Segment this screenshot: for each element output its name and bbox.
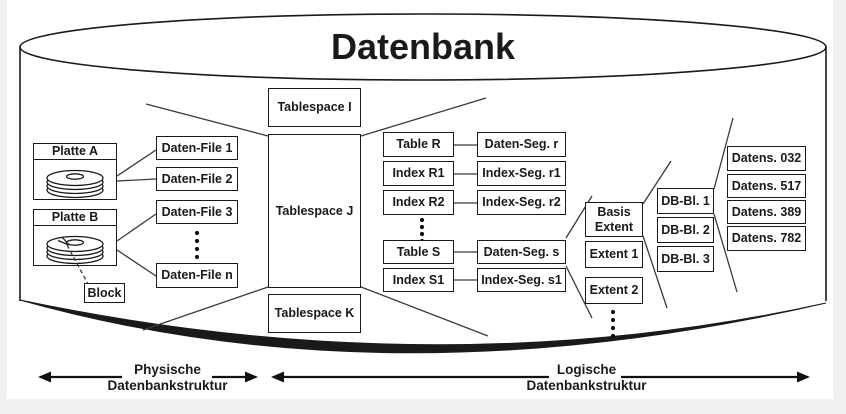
database-title-text: Datenbank <box>330 26 516 67</box>
box-tablespace-i: Tablespace I <box>268 88 361 127</box>
box-index-seg-s1: Index-Seg. s1 <box>477 268 566 292</box>
database-title: Datenbank <box>271 26 575 68</box>
legend-physical: Physische Datenbankstruktur <box>95 362 240 394</box>
box-tablespace-j: Tablespace J <box>268 134 361 288</box>
box-db-block-3: DB-Bl. 3 <box>657 246 714 272</box>
legend-logical-line2: Datenbankstruktur <box>526 378 647 393</box>
box-extent-1: Extent 1 <box>585 241 643 268</box>
box-datensatz-782: Datens. 782 <box>727 226 806 251</box>
box-db-block-1: DB-Bl. 1 <box>657 188 714 214</box>
box-datensatz-517: Datens. 517 <box>727 174 806 198</box>
legend-logical-line1: Logische <box>556 362 617 377</box>
box-index-seg-r1: Index-Seg. r1 <box>477 161 566 186</box>
box-index-s1: Index S1 <box>383 268 454 292</box>
disk-platte-a-label: Platte A <box>34 144 116 160</box>
legend-logical: Logische Datenbankstruktur <box>514 362 659 394</box>
box-daten-file-n: Daten-File n <box>156 263 238 288</box>
box-datensatz-389: Datens. 389 <box>727 200 806 224</box>
box-index-r2: Index R2 <box>383 190 454 215</box>
disk-platte-b-label: Platte B <box>34 210 116 226</box>
legend-physical-line1: Physische <box>134 362 201 377</box>
box-daten-file-3: Daten-File 3 <box>156 200 238 224</box>
disk-platte-b: Platte B <box>33 209 117 266</box>
disk-platte-a: Platte A <box>33 143 117 200</box>
box-daten-seg-s: Daten-Seg. s <box>477 240 566 264</box>
box-index-seg-r2: Index-Seg. r2 <box>477 190 566 215</box>
box-table-r: Table R <box>383 132 454 157</box>
box-datensatz-032: Datens. 032 <box>727 146 806 171</box>
box-daten-file-1: Daten-File 1 <box>156 136 238 160</box>
box-db-block-2: DB-Bl. 2 <box>657 217 714 243</box>
box-tablespace-k: Tablespace K <box>268 294 361 333</box>
box-table-s: Table S <box>383 240 454 264</box>
box-index-r1: Index R1 <box>383 161 454 186</box>
box-extent-2: Extent 2 <box>585 277 643 304</box>
box-daten-seg-r: Daten-Seg. r <box>477 132 566 157</box>
legend-physical-line2: Datenbankstruktur <box>107 378 228 393</box>
box-daten-file-2: Daten-File 2 <box>156 167 238 191</box>
box-block: Block <box>84 283 125 303</box>
